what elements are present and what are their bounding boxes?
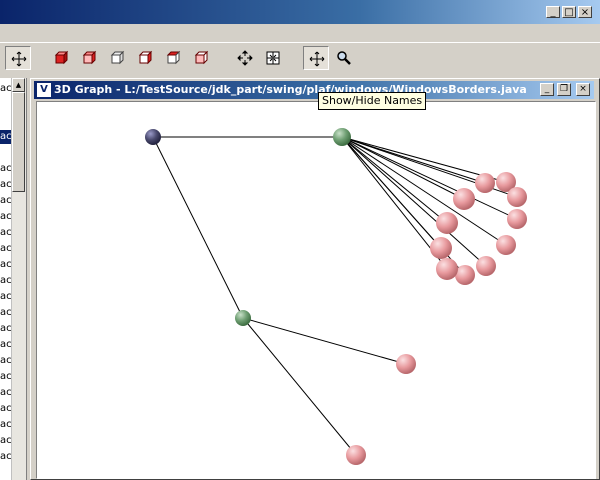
graph-edge xyxy=(341,136,507,183)
file-list-item[interactable]: ac xyxy=(0,259,12,270)
scroll-thumb[interactable] xyxy=(12,92,25,192)
graph-node-leaf[interactable] xyxy=(430,237,452,259)
fit-button[interactable] xyxy=(260,46,286,70)
graph-internal-frame: V 3D Graph - L:/TestSource/jdk_part/swin… xyxy=(30,78,600,480)
zoom-button[interactable] xyxy=(331,46,357,70)
red-cube-icon xyxy=(194,50,209,65)
scroll-up-arrow-icon[interactable]: ▲ xyxy=(12,78,25,92)
fit-grid-icon xyxy=(266,51,280,65)
graph-edge xyxy=(341,136,465,200)
view-front-button[interactable] xyxy=(48,46,74,70)
file-list-item[interactable]: ac xyxy=(0,323,12,334)
app-icon: V xyxy=(37,83,51,97)
file-list-item[interactable]: ac xyxy=(0,179,12,190)
graph-edge xyxy=(341,136,487,267)
file-list-item[interactable]: ac xyxy=(0,307,12,318)
graph-toolbar xyxy=(0,42,600,75)
graph-node-leaf[interactable] xyxy=(436,212,458,234)
outline-cube-icon xyxy=(166,50,181,65)
file-list-item[interactable]: ac xyxy=(0,419,12,430)
frame-close-button[interactable]: × xyxy=(576,83,590,96)
file-list-item[interactable]: ac xyxy=(0,355,12,366)
show-hide-names-button[interactable] xyxy=(303,46,329,70)
graph-edge xyxy=(242,317,407,365)
graph-edge xyxy=(152,136,244,319)
red-cube-icon xyxy=(82,50,97,65)
file-list-item[interactable]: ac xyxy=(0,387,12,398)
file-list-item[interactable]: ac xyxy=(0,451,12,462)
graph-node-leaf[interactable] xyxy=(455,265,475,285)
show-hide-names-tooltip: Show/Hide Names xyxy=(318,92,427,110)
file-list-item[interactable]: ac xyxy=(0,163,12,174)
view-right-button[interactable] xyxy=(76,46,102,70)
view-top-button[interactable] xyxy=(160,46,186,70)
frame-minimize-button[interactable]: _ xyxy=(540,83,554,96)
file-list-scrollbar[interactable]: ▲ xyxy=(11,78,26,480)
frame-restore-button[interactable]: ❐ xyxy=(557,83,571,96)
graph-node-leaf[interactable] xyxy=(476,256,496,276)
file-list-item[interactable]: ac xyxy=(0,211,12,222)
minimize-button[interactable]: _ xyxy=(546,6,560,18)
graph-svg[interactable] xyxy=(37,102,596,479)
zoom-icon xyxy=(337,51,351,65)
close-button[interactable]: × xyxy=(578,6,592,18)
graph-node-leaf[interactable] xyxy=(475,173,495,193)
view-back-button[interactable] xyxy=(104,46,130,70)
file-list-item[interactable]: ac xyxy=(0,371,12,382)
graph-edge xyxy=(341,136,448,224)
graph-edge xyxy=(242,317,357,456)
file-list-item[interactable]: ac xyxy=(0,243,12,254)
file-list-item[interactable]: ac xyxy=(0,83,12,94)
file-list-item[interactable]: ac xyxy=(0,339,12,350)
graph-edge xyxy=(341,136,518,220)
move-icon xyxy=(11,51,27,67)
pan-button[interactable] xyxy=(232,46,258,70)
graph-node-branch[interactable] xyxy=(333,128,351,146)
graph-node-leaf[interactable] xyxy=(507,187,527,207)
graph-node-leaf[interactable] xyxy=(346,445,366,465)
maximize-button[interactable]: □ xyxy=(562,6,576,18)
main-title-bar: _ □ × xyxy=(0,0,600,24)
graph-node-leaf[interactable] xyxy=(496,235,516,255)
graph-edge xyxy=(341,136,507,246)
graph-frame-title: 3D Graph - L:/TestSource/jdk_part/swing/… xyxy=(54,83,527,96)
pan-arrows-icon xyxy=(237,50,253,66)
graph-node-leaf[interactable] xyxy=(496,172,516,192)
move-button[interactable] xyxy=(5,46,31,70)
view-left-button[interactable] xyxy=(132,46,158,70)
view-bottom-button[interactable] xyxy=(188,46,214,70)
file-list-item[interactable]: ac xyxy=(0,195,12,206)
graph-edge xyxy=(341,136,448,270)
graph-node-branch[interactable] xyxy=(235,310,251,326)
red-cube-icon xyxy=(138,50,153,65)
file-list-item[interactable]: ac xyxy=(0,130,12,144)
file-list-item[interactable]: ac xyxy=(0,291,12,302)
graph-node-leaf[interactable] xyxy=(436,258,458,280)
graph-canvas[interactable] xyxy=(36,101,596,479)
graph-node-leaf[interactable] xyxy=(507,209,527,229)
file-list-item[interactable]: ac xyxy=(0,227,12,238)
file-list-panel: ac ac ac ac ac ac ac ac ac ac ac ac ac ac ac ac ac ac ac ac… xyxy=(0,78,27,480)
graph-node-leaf[interactable] xyxy=(453,188,475,210)
file-list-item[interactable]: ac xyxy=(0,275,12,286)
file-list-item[interactable]: ac xyxy=(0,435,12,446)
file-list-item[interactable]: ac xyxy=(0,403,12,414)
outline-cube-icon xyxy=(110,50,125,65)
graph-frame-title-bar[interactable]: V 3D Graph - L:/TestSource/jdk_part/swin… xyxy=(34,81,594,99)
red-cube-icon xyxy=(54,50,69,65)
graph-node-leaf[interactable] xyxy=(396,354,416,374)
move-icon xyxy=(309,51,325,67)
graph-node-root[interactable] xyxy=(145,129,161,145)
